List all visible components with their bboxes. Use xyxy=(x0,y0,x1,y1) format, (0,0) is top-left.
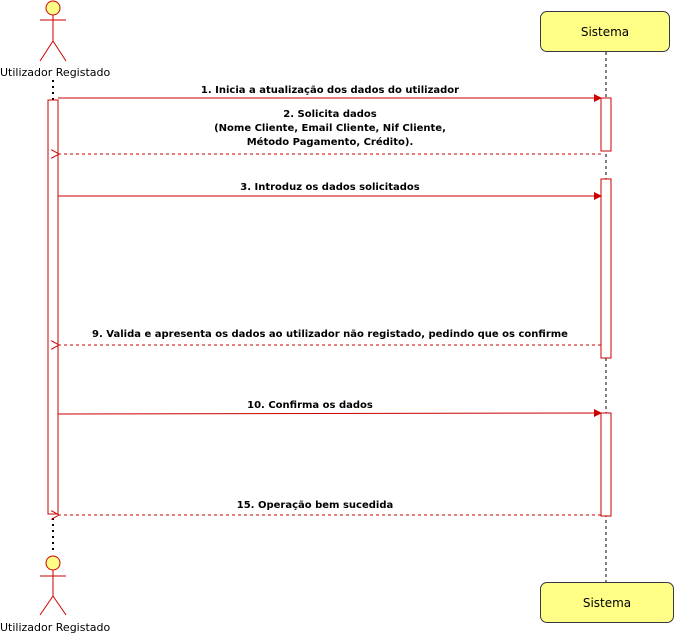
system-activation-1 xyxy=(600,97,612,152)
message-3-line-1: 3. Introduz os dados solicitados xyxy=(240,182,420,193)
system-box-bottom: Sistema xyxy=(540,582,674,623)
system-activation-2 xyxy=(600,178,612,359)
actor-activation-bar xyxy=(47,99,59,515)
message-label-1: 1. Inicia a atualização dos dados do uti… xyxy=(60,84,600,98)
actor-bottom-label: Utilizador Registado xyxy=(0,621,111,634)
actor-bottom-icon xyxy=(39,555,67,616)
message-label-15: 15. Operação bem sucedida xyxy=(60,499,570,513)
message-label-10: 10. Confirma os dados xyxy=(60,399,560,413)
message-arrow-10 xyxy=(57,409,602,418)
system-box-top: Sistema xyxy=(540,11,670,52)
message-9-line-1: 9. Valida e apresenta os dados ao utiliz… xyxy=(92,329,568,340)
message-label-2: 2. Solicita dados (Nome Cliente, Email C… xyxy=(60,108,600,150)
system-box-bottom-label: Sistema xyxy=(582,595,632,610)
actor-top-label: Utilizador Registado xyxy=(0,66,111,79)
message-label-9: 9. Valida e apresenta os dados ao utiliz… xyxy=(60,328,600,342)
message-2-line-2: (Nome Cliente, Email Cliente, Nif Client… xyxy=(214,123,446,134)
message-2-line-3: Método Pagamento, Crédito). xyxy=(246,137,414,148)
actor-top-icon xyxy=(39,0,67,62)
message-label-3: 3. Introduz os dados solicitados xyxy=(60,181,600,195)
message-10-line-1: 10. Confirma os dados xyxy=(247,400,373,411)
message-1-line-1: 1. Inicia a atualização dos dados do uti… xyxy=(200,85,460,96)
message-2-line-1: 2. Solicita dados xyxy=(283,109,377,120)
message-15-line-1: 15. Operação bem sucedida xyxy=(236,500,394,511)
system-box-top-label: Sistema xyxy=(580,24,630,39)
system-activation-3 xyxy=(600,412,612,517)
